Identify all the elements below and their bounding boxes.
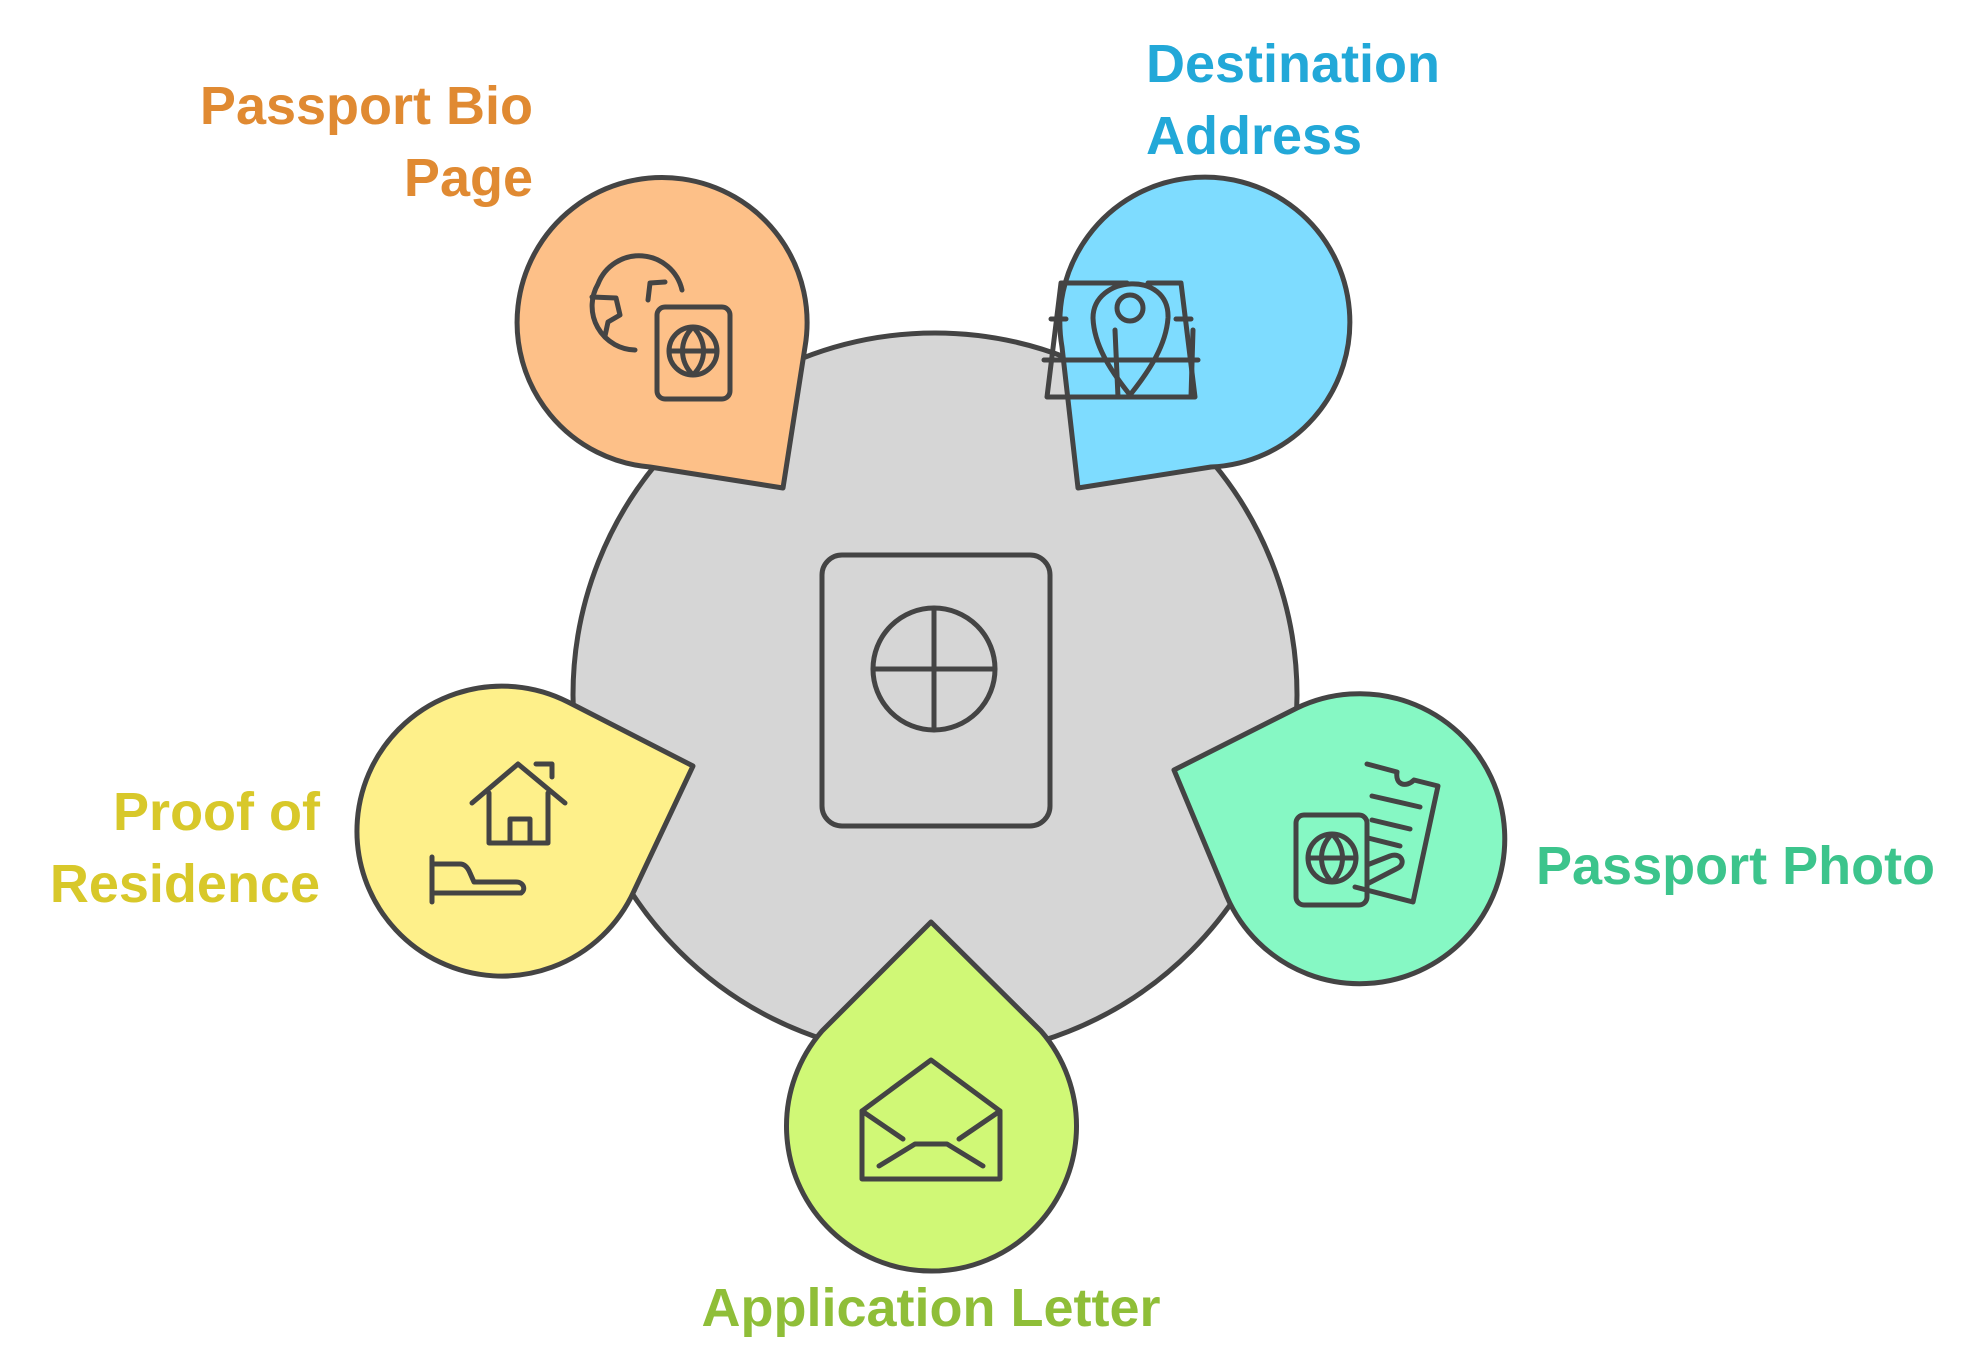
label-passport-bio-page: Passport Bio Page	[199, 76, 533, 208]
map-pin-icon	[1041, 280, 1201, 400]
label-application-letter: Application Letter	[701, 1278, 1161, 1338]
passport-ticket-icon	[1293, 761, 1441, 908]
petal-application-letter	[784, 919, 1079, 1274]
petal-passport-bio-page	[514, 175, 810, 491]
petal-proof-of-residence	[354, 683, 696, 979]
petal-passport-photo	[1171, 691, 1508, 987]
envelope-icon	[859, 1057, 1003, 1182]
label-destination-address: Destination Address	[1146, 34, 1441, 166]
center-passport-icon	[819, 552, 1053, 829]
label-proof-of-residence: Proof of Residence	[49, 782, 320, 914]
house-hand-icon	[429, 761, 568, 905]
label-passport-photo: Passport Photo	[1536, 836, 1936, 896]
globe-passport-icon	[589, 253, 733, 402]
petal-destination-address	[1041, 174, 1353, 491]
